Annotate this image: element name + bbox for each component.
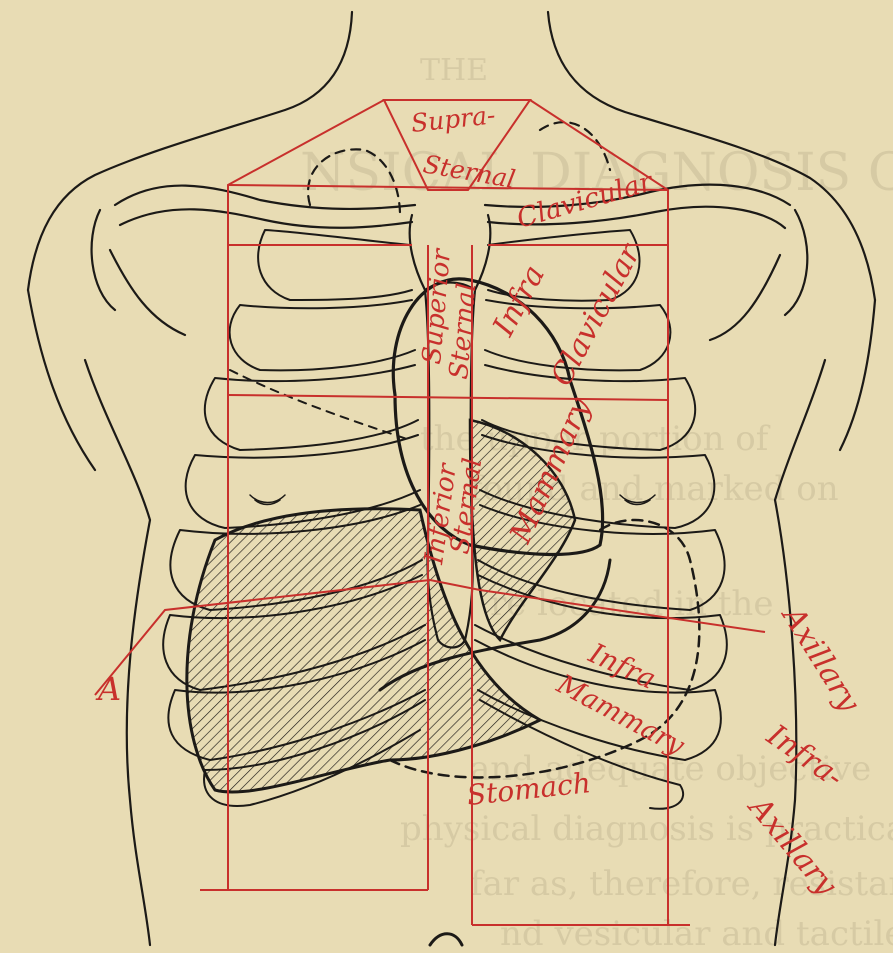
svg-text:nd vesicular and tactile: nd vesicular and tactile [500, 914, 893, 953]
svg-text:THE: THE [420, 53, 488, 88]
svg-text:physical diagnosis is practica: physical diagnosis is practical [400, 809, 893, 849]
label-a-marker: A [95, 670, 121, 708]
